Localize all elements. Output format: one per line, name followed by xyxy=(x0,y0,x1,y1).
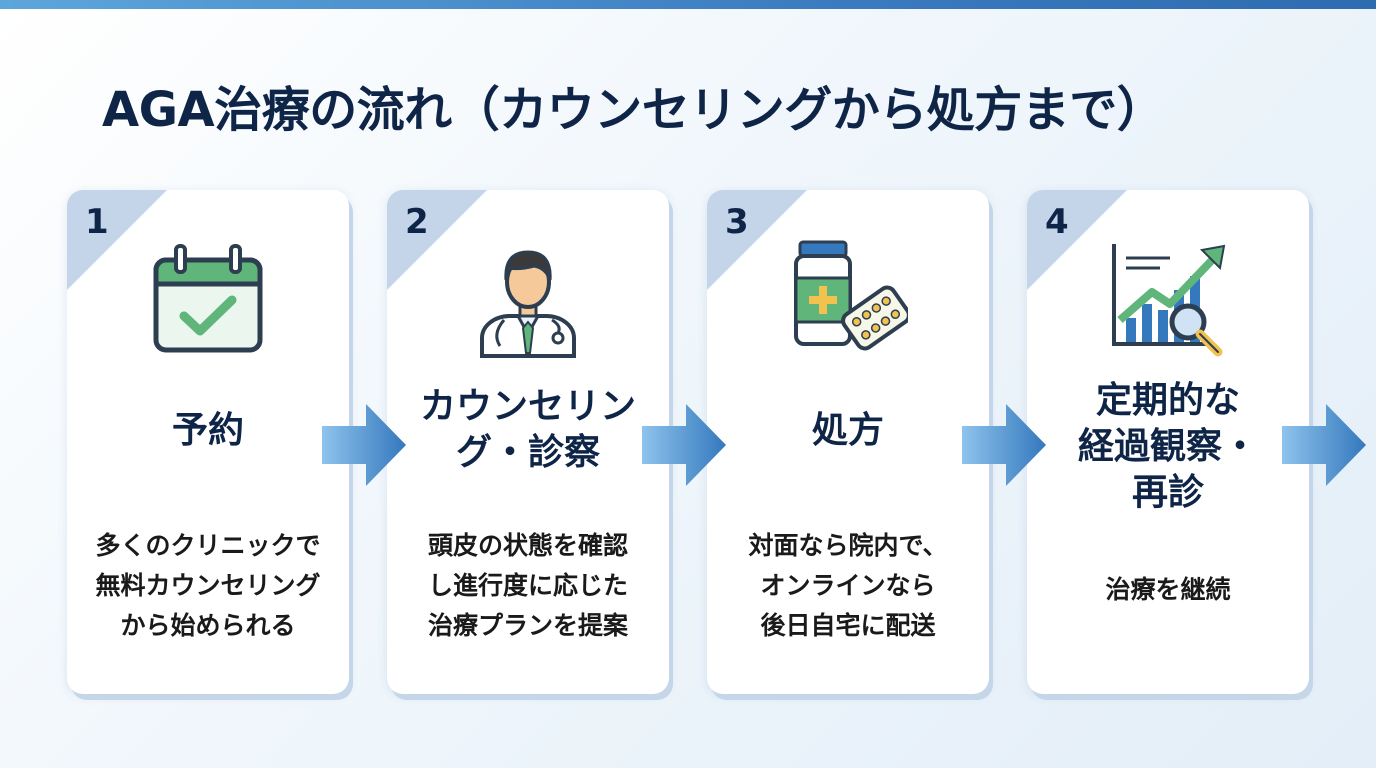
step-card-4: 4 定期的な 経過観察・ 再診 治療を継続 xyxy=(1027,190,1309,694)
step-heading: 予約 xyxy=(171,410,244,451)
flow-arrow-1 xyxy=(322,404,406,486)
flow-arrow-2 xyxy=(642,404,726,486)
step-corner-marker xyxy=(1027,190,1127,290)
flow-arrow-3 xyxy=(962,404,1046,486)
page-title: AGA治療の流れ（カウンセリングから処方まで） xyxy=(102,82,1165,138)
step-card-3: 3 処方 対面なら院内で、 オンラインなら 後日自宅に配送 xyxy=(707,190,989,694)
calendar-check-icon xyxy=(153,244,263,353)
flow-arrow-4 xyxy=(1282,404,1366,486)
medicine-icon xyxy=(794,240,908,351)
step-description: 対面なら院内で、 オンラインなら 後日自宅に配送 xyxy=(748,531,948,640)
step-heading: 定期的な 経過観察・ 再診 xyxy=(1077,380,1258,513)
step-number: 1 xyxy=(85,202,109,242)
step-heading: カウンセリン グ・診察 xyxy=(419,386,636,473)
chart-magnifier-icon xyxy=(1112,244,1226,357)
step-number: 2 xyxy=(405,202,429,242)
step-corner-marker xyxy=(67,190,167,290)
step-description: 治療を継続 xyxy=(1105,575,1231,604)
step-corner-marker xyxy=(387,190,487,290)
step-description: 頭皮の状態を確認 し進行度に応じた 治療プランを提案 xyxy=(427,531,628,640)
step-description: 多くのクリニックで 無料カウンセリング から始められる xyxy=(95,531,321,640)
step-card-1: 1 予約 多くのクリニックで 無料カウンセリング から始められる xyxy=(67,190,349,694)
step-card-2: 2 カウンセリン グ・診察 頭皮の状態を確認 し進行度に応じた 治療プランを提案 xyxy=(387,190,669,694)
doctor-icon xyxy=(480,250,576,358)
step-corner-marker xyxy=(707,190,807,290)
step-number: 3 xyxy=(725,202,749,242)
top-accent-bar xyxy=(0,0,1376,9)
step-heading: 処方 xyxy=(811,410,884,451)
step-number: 4 xyxy=(1045,202,1069,242)
